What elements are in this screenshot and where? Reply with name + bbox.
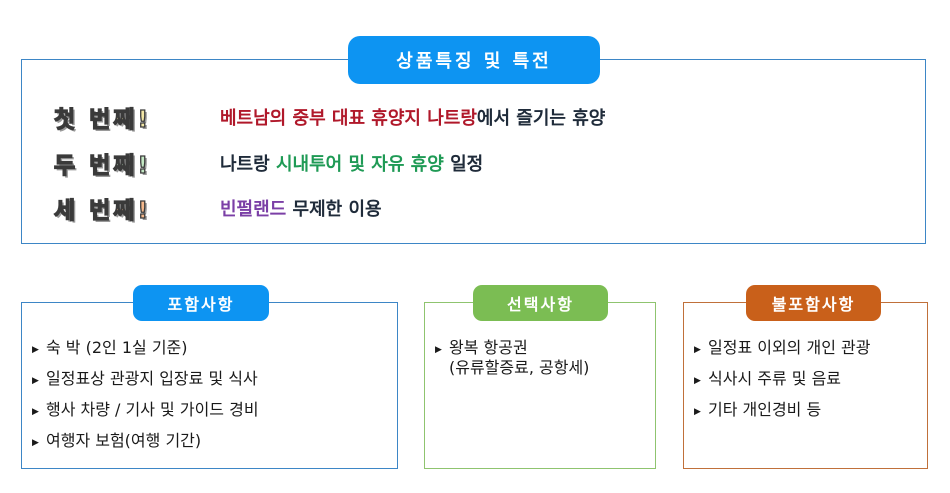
triangle-right-icon: ▶ bbox=[32, 345, 39, 355]
triangle-right-icon: ▶ bbox=[32, 438, 39, 448]
included-title: 포함사항 bbox=[133, 285, 269, 321]
features-title: 상품특징 및 특전 bbox=[348, 36, 600, 84]
list-item: ▶ 여행자 보험(여행 기간) bbox=[32, 431, 259, 462]
list-item-text: 여행자 보험(여행 기간) bbox=[46, 431, 202, 450]
list-item: ▶ 행사 차량 / 기사 및 가이드 경비 bbox=[32, 400, 259, 431]
optional-title: 선택사항 bbox=[473, 285, 608, 321]
excluded-list: ▶ 일정표 이외의 개인 관광 ▶ 식사시 주류 및 음료 ▶ 기타 개인경비 … bbox=[694, 338, 870, 431]
feature-text-3: 빈펄랜드 무제한 이용 bbox=[220, 195, 382, 221]
list-item-text: 식사시 주류 및 음료 bbox=[708, 369, 842, 388]
included-list: ▶ 숙 박 (2인 1실 기준) ▶ 일정표상 관광지 입장료 및 식사 ▶ 행… bbox=[32, 338, 259, 462]
optional-list: ▶ 왕복 항공권 (유류할증료, 공항세) bbox=[435, 338, 589, 378]
feature-plain: 무제한 이용 bbox=[286, 199, 382, 220]
triangle-right-icon: ▶ bbox=[694, 345, 701, 355]
list-item-line: (유류할증료, 공항세) bbox=[449, 358, 590, 377]
list-item-text: 일정표 이외의 개인 관광 bbox=[708, 338, 871, 357]
feature-plain: 에서 즐기는 휴양 bbox=[476, 108, 606, 129]
feature-text-2: 나트랑 시내투어 및 자유 휴양 일정 bbox=[220, 150, 483, 176]
feature-row-2: 두 번째! 나트랑 시내투어 및 자유 휴양 일정 bbox=[53, 145, 483, 181]
feature-highlight: 베트남의 중부 대표 휴양지 나트랑 bbox=[220, 108, 477, 129]
list-item-text: 숙 박 (2인 1실 기준) bbox=[46, 338, 188, 357]
triangle-right-icon: ▶ bbox=[32, 376, 39, 386]
list-item: ▶ 왕복 항공권 (유류할증료, 공항세) bbox=[435, 338, 589, 378]
feature-plain: 나트랑 bbox=[220, 154, 276, 175]
excluded-title: 불포함사항 bbox=[746, 285, 881, 321]
feature-ordinal-1: 첫 번째! bbox=[53, 106, 151, 133]
triangle-right-icon: ▶ bbox=[32, 407, 39, 417]
list-item-text: 기타 개인경비 등 bbox=[708, 400, 822, 419]
feature-highlight: 시내투어 및 자유 휴양 bbox=[275, 154, 444, 175]
feature-row-1: 첫 번째! 베트남의 중부 대표 휴양지 나트랑에서 즐기는 휴양 bbox=[53, 99, 605, 135]
triangle-right-icon: ▶ bbox=[435, 345, 442, 355]
feature-ordinal-2: 두 번째! bbox=[53, 152, 151, 179]
list-item-text: 행사 차량 / 기사 및 가이드 경비 bbox=[46, 400, 259, 419]
list-item: ▶ 숙 박 (2인 1실 기준) bbox=[32, 338, 259, 369]
triangle-right-icon: ▶ bbox=[694, 376, 701, 386]
feature-text-1: 베트남의 중부 대표 휴양지 나트랑에서 즐기는 휴양 bbox=[220, 104, 605, 130]
feature-ordinal-3: 세 번째! bbox=[53, 197, 151, 224]
list-item: ▶ 기타 개인경비 등 bbox=[694, 400, 870, 431]
list-item-text: 왕복 항공권 (유류할증료, 공항세) bbox=[449, 338, 589, 378]
list-item-text: 일정표상 관광지 입장료 및 식사 bbox=[46, 369, 258, 388]
triangle-right-icon: ▶ bbox=[694, 407, 701, 417]
optional-panel bbox=[424, 302, 656, 469]
feature-highlight: 빈펄랜드 bbox=[220, 199, 287, 220]
feature-plain: 일정 bbox=[443, 154, 484, 175]
list-item-line: 왕복 항공권 bbox=[449, 338, 528, 357]
feature-row-3: 세 번째! 빈펄랜드 무제한 이용 bbox=[53, 190, 382, 226]
list-item: ▶ 일정표상 관광지 입장료 및 식사 bbox=[32, 369, 259, 400]
list-item: ▶ 일정표 이외의 개인 관광 bbox=[694, 338, 870, 369]
list-item: ▶ 식사시 주류 및 음료 bbox=[694, 369, 870, 400]
